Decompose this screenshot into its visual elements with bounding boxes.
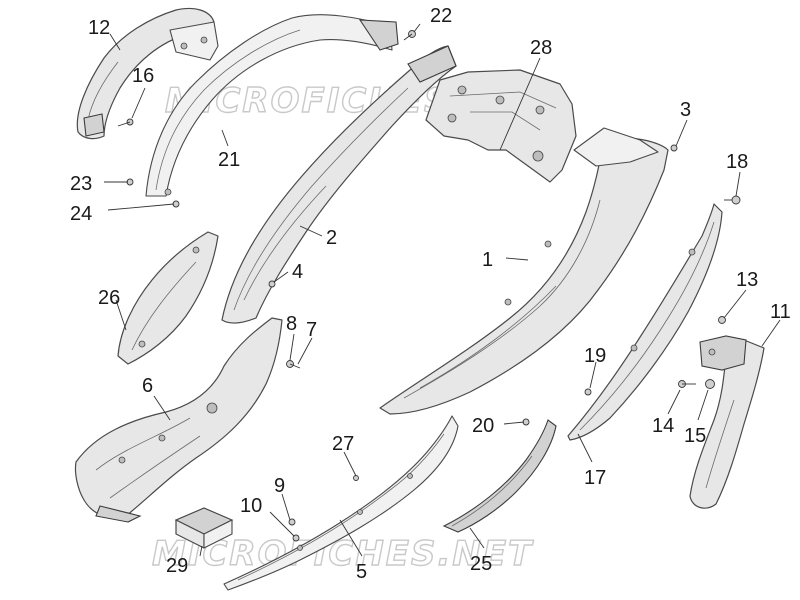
callout-28: 28 <box>530 37 552 59</box>
callout-labels: 12 16 22 28 3 18 21 23 24 2 1 4 26 8 7 1… <box>70 5 791 583</box>
callout-3: 3 <box>680 99 691 121</box>
callout-17: 17 <box>584 467 606 489</box>
screw-13 <box>718 316 726 324</box>
washer-15 <box>705 379 715 389</box>
part-26-lower-trim <box>117 231 219 365</box>
screw-3 <box>670 144 678 152</box>
screw-10 <box>292 534 300 542</box>
part-6-lower-side-cover <box>74 317 283 523</box>
part-21-upper-trim <box>145 14 399 197</box>
callout-29: 29 <box>166 555 188 577</box>
callout-14: 14 <box>652 415 674 437</box>
callout-26: 26 <box>98 287 120 309</box>
callout-13: 13 <box>736 269 758 291</box>
callout-16: 16 <box>132 65 154 87</box>
callout-6: 6 <box>142 375 153 397</box>
callout-10: 10 <box>240 495 262 517</box>
callout-5: 5 <box>356 561 367 583</box>
callout-11: 11 <box>770 301 791 323</box>
screw-19 <box>584 388 592 396</box>
callout-27: 27 <box>332 433 354 455</box>
callout-23: 23 <box>70 173 92 195</box>
screw-9 <box>288 518 296 526</box>
callout-8: 8 <box>286 313 297 335</box>
callout-25: 25 <box>470 553 492 575</box>
callout-15: 15 <box>684 425 706 447</box>
screw-4 <box>268 280 276 288</box>
callout-19: 19 <box>584 345 606 367</box>
callout-22: 22 <box>430 5 452 27</box>
screw-18 <box>731 195 741 205</box>
part-29-pad <box>174 507 234 549</box>
part-25-footrest-rail <box>442 419 557 533</box>
part-5-footboard-strip <box>223 415 459 591</box>
callout-20: 20 <box>472 415 494 437</box>
leader-lines <box>104 23 781 557</box>
part-1-rear-body-panel <box>379 127 669 415</box>
callout-24: 24 <box>70 203 92 225</box>
part-12-grab-handle <box>76 7 219 140</box>
callout-2: 2 <box>326 227 337 249</box>
callout-21: 21 <box>218 149 240 171</box>
screw-27 <box>353 475 359 481</box>
fasteners <box>117 30 741 542</box>
callout-18: 18 <box>726 151 748 173</box>
part-28-inner-panel <box>425 69 577 183</box>
callout-1: 1 <box>482 249 493 271</box>
callout-4: 4 <box>292 261 303 283</box>
callout-7: 7 <box>306 319 317 341</box>
part-11-right-handle <box>689 335 765 509</box>
callout-12: 12 <box>88 17 110 39</box>
callout-9: 9 <box>274 475 285 497</box>
part-17-right-trim <box>567 203 723 441</box>
